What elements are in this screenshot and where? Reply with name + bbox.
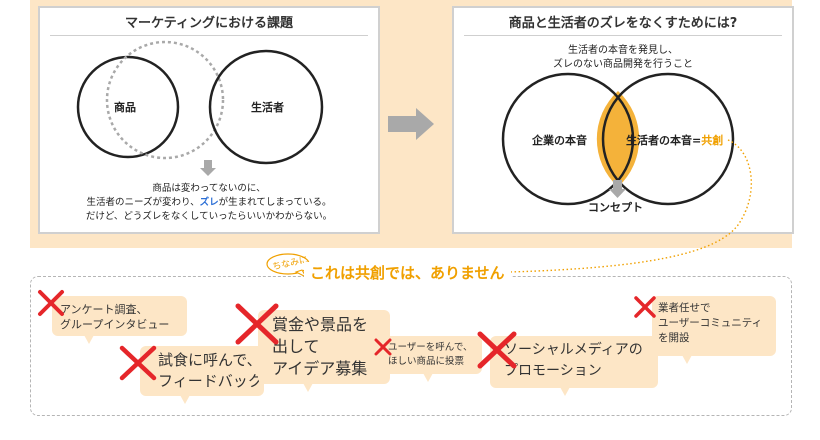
bubble-text: 業者任せで ユーザーコミュニティ を開設	[658, 301, 762, 346]
example-bubble-survey: アンケート調査、 グループインタビュー	[52, 296, 187, 344]
example-bubble-social-media: ソーシャルメディアの プロモーション	[490, 336, 658, 396]
panel-title: マーケティングにおける課題	[125, 16, 293, 31]
bubble-tail	[682, 355, 692, 364]
shifted-product-circle	[105, 40, 225, 160]
solution-subtitle: 生活者の本音を発見し、 ズレのない商品開発を行うこと	[454, 44, 792, 72]
consumer-cocreation-label: 生活者の本音=共創	[626, 132, 723, 148]
caption-line-2: 生活者のニーズが変わり、ズレが生まれてしまっている。	[40, 196, 378, 210]
marketing-problem-panel: マーケティングにおける課題 商品 生活者 商品は変わってないのに、 生活者のニー…	[38, 6, 380, 234]
right-arrow-icon	[388, 108, 434, 140]
example-bubble-tasting: 試食に呼んで、 フィードバック	[140, 346, 264, 404]
bubble-line: フィードバック	[158, 372, 263, 390]
caption-text: が生まれてしまっている。	[218, 197, 332, 208]
panel-title: 商品と生活者のズレをなくすためには?	[508, 16, 738, 31]
concept-label: コンセプト	[588, 201, 643, 214]
caption-text: 生活者のニーズが変わり、	[86, 197, 200, 208]
down-arrow-icon	[200, 160, 216, 176]
bubble-text: 賞金や景品を 出して アイデア募集	[272, 314, 368, 380]
product-label: 商品	[114, 101, 136, 114]
caption-line-3: だけど、どうズレをなくしていったらいいかわからない。	[85, 211, 333, 222]
venn-diagram-problem	[76, 40, 324, 176]
consumer-circle	[208, 49, 324, 165]
bubble-line: 賞金や景品を	[272, 315, 369, 334]
bubble-tail	[180, 395, 190, 404]
bubble-line: アイデア募集	[272, 359, 368, 378]
subtitle-line-1: 生活者の本音を発見し、	[568, 45, 678, 56]
example-bubble-vote: ユーザーを呼んで、 ほしい商品に投票	[378, 336, 482, 382]
bubble-line: を開設	[658, 332, 690, 344]
label-text: 生活者の本音=	[626, 134, 702, 147]
title-divider	[50, 35, 368, 36]
cocreation-highlight: 共創	[701, 134, 724, 147]
bubble-text: 試食に呼んで、 フィードバック	[158, 350, 263, 392]
title-divider	[464, 35, 782, 36]
bubble-text: ソーシャルメディアの プロモーション	[504, 340, 643, 382]
problem-caption: 商品は変わってないのに、 生活者のニーズが変わり、ズレが生まれてしまっている。 …	[40, 182, 378, 224]
bubble-tail	[560, 387, 570, 396]
bubble-tail	[84, 335, 94, 344]
bubble-line: 試食に呼んで、	[158, 351, 262, 369]
bubble-text: アンケート調査、 グループインタビュー	[60, 302, 169, 332]
gap-highlight: ズレ	[199, 197, 219, 208]
down-arrow-icon	[609, 180, 626, 198]
bubble-line: プロモーション	[504, 363, 602, 379]
product-circle	[76, 55, 180, 159]
bubble-line: ユーザーコミュニティ	[658, 317, 763, 329]
bubble-text: ユーザーを呼んで、 ほしい商品に投票	[388, 341, 472, 369]
bubble-line: ソーシャルメディアの	[504, 342, 643, 358]
bubble-line: グループインタビュー	[60, 318, 170, 331]
not-cocreation-heading: これは共創では、ありません	[304, 262, 511, 283]
example-bubble-community: 業者任せで ユーザーコミュニティ を開設	[652, 296, 776, 364]
example-bubble-prize: 賞金や景品を 出して アイデア募集	[258, 310, 390, 392]
bubble-line: ほしい商品に投票	[388, 356, 465, 367]
bubble-tail	[303, 383, 313, 392]
subtitle-line-2: ズレのない商品開発を行うこと	[553, 59, 693, 70]
solution-panel: 商品と生活者のズレをなくすためには? 生活者の本音を発見し、 ズレのない商品開発…	[452, 6, 794, 234]
bubble-line: 出して	[272, 337, 320, 356]
consumer-label: 生活者	[251, 101, 284, 114]
bubble-line: アンケート調査、	[60, 303, 148, 316]
caption-line-1: 商品は変わってないのに、	[152, 183, 266, 194]
bubble-line: ユーザーを呼んで、	[388, 342, 473, 353]
bubble-tail	[423, 373, 433, 382]
bubble-line: 業者任せで	[658, 302, 711, 314]
company-label: 企業の本音	[532, 134, 587, 147]
